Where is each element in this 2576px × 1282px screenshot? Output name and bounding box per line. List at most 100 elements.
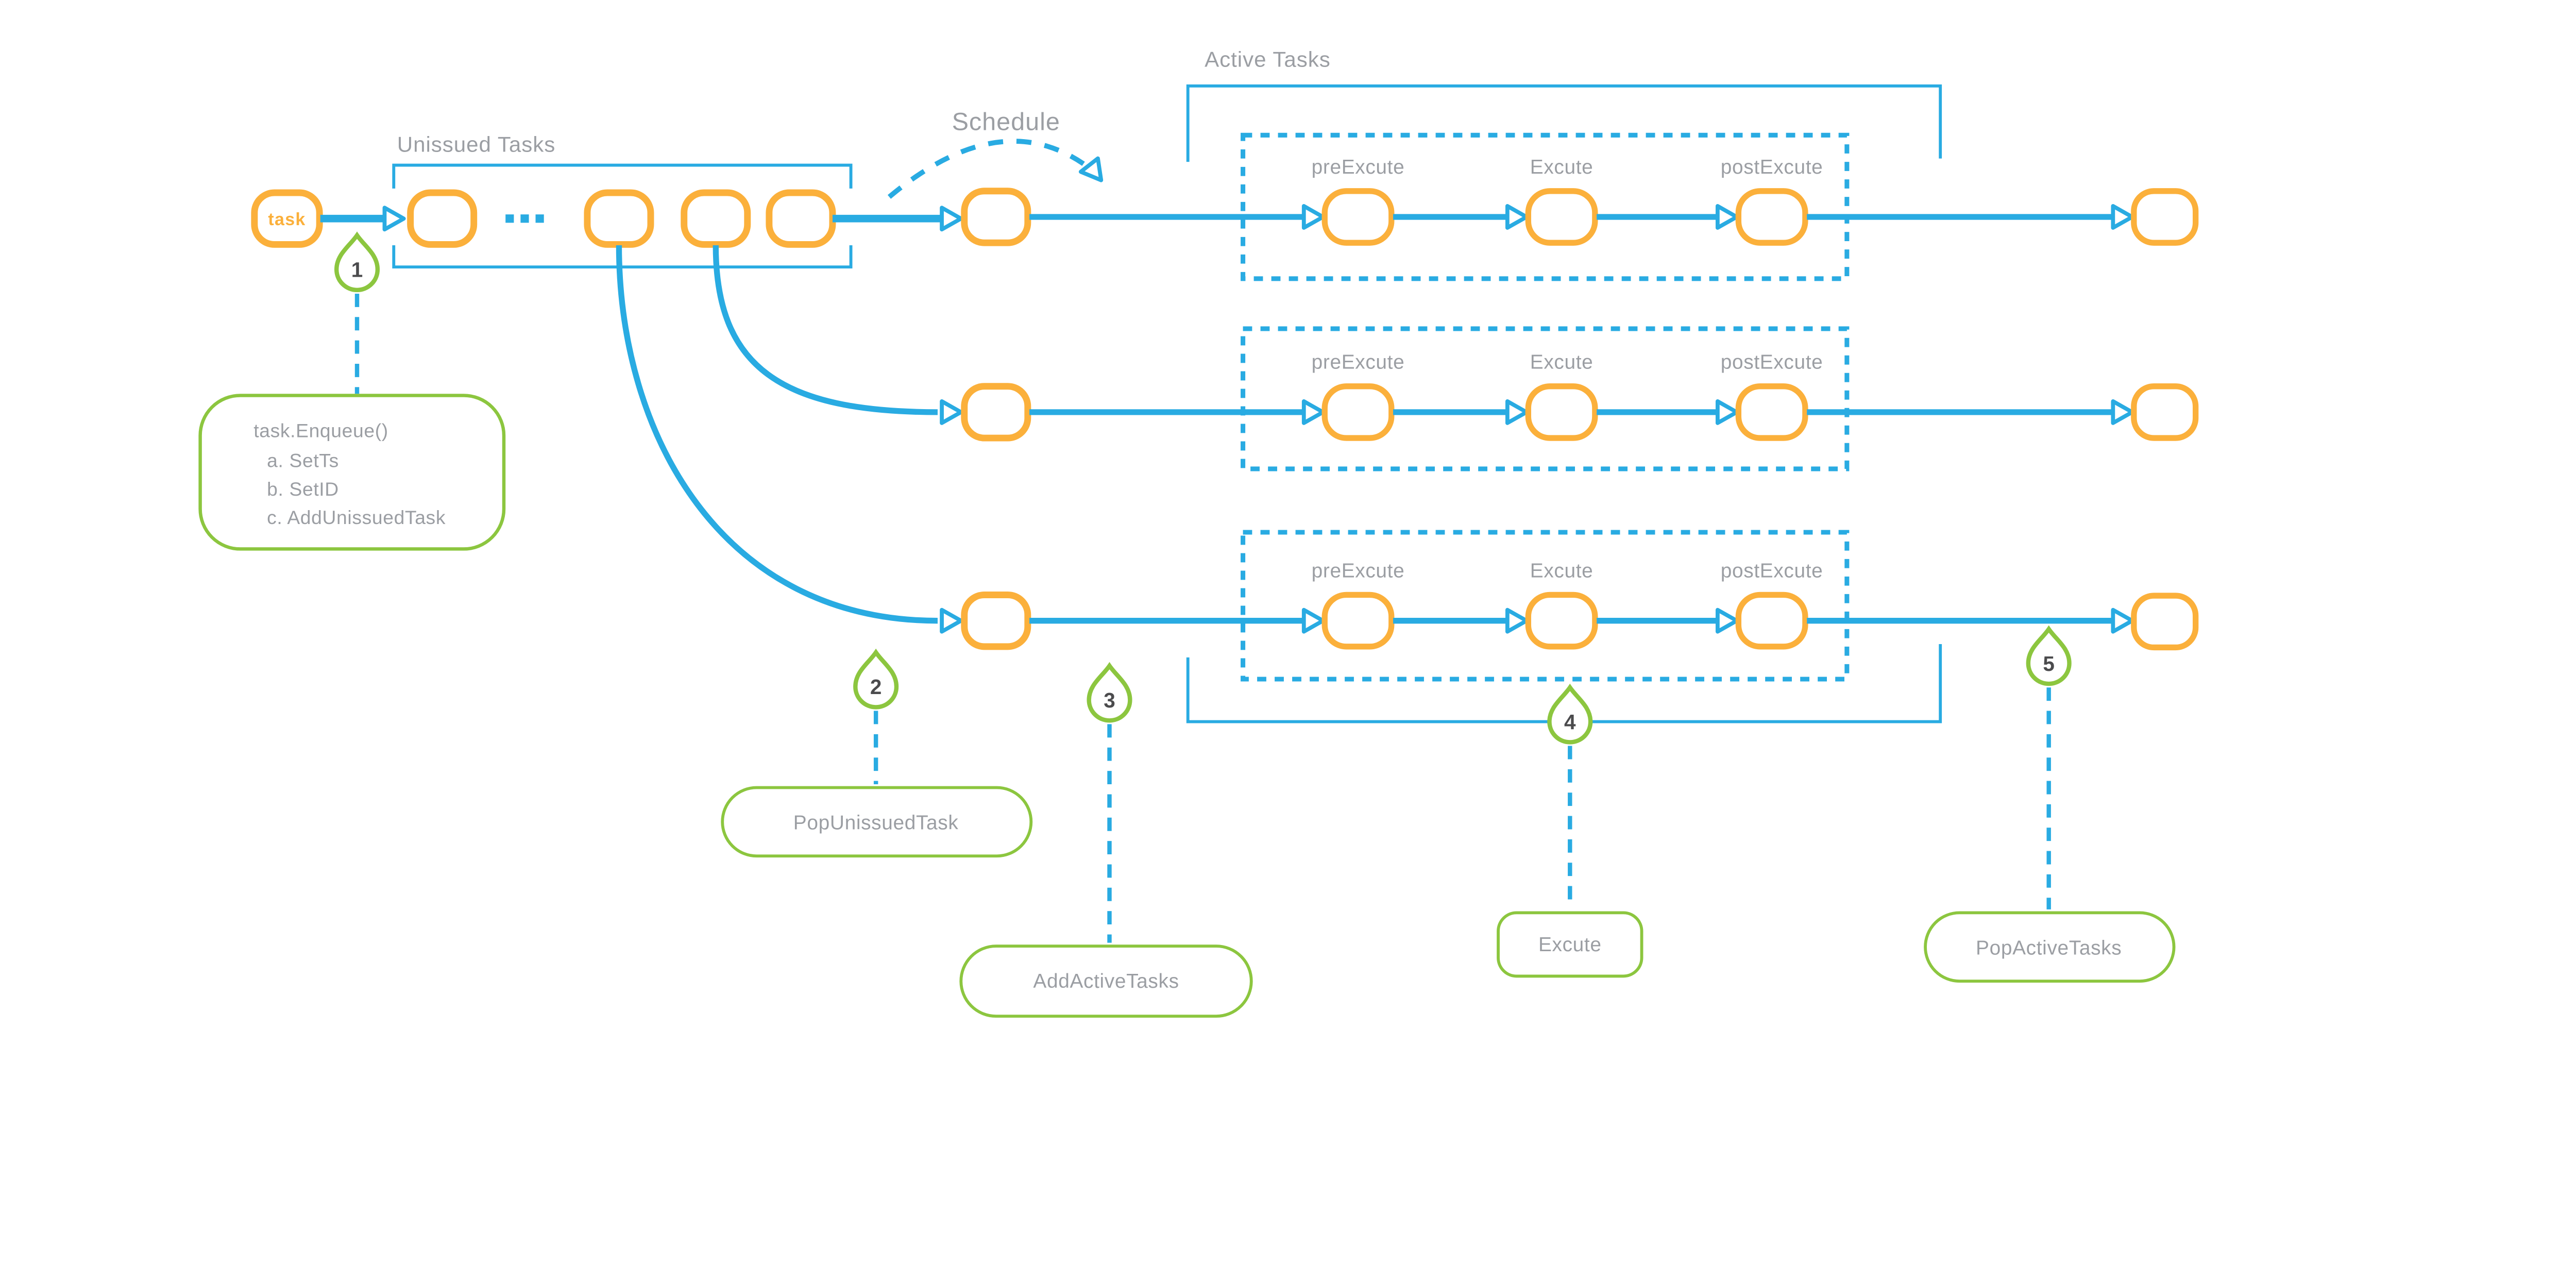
dequeue-curve-row2 xyxy=(713,245,938,415)
schedule-arc xyxy=(887,139,1090,199)
callout-title: task.Enqueue() xyxy=(253,419,388,441)
enqueue-callout: task.Enqueue() a. SetTs b. SetID c. AddU… xyxy=(198,394,506,551)
marker-5-drop-icon xyxy=(2026,625,2072,686)
pop-unissued-pill: PopUnissuedTask xyxy=(721,786,1033,858)
marker-3-drop-icon xyxy=(1087,662,1132,723)
excute-pill-box xyxy=(1497,911,1643,978)
marker-1-number: 1 xyxy=(351,258,363,282)
arrowhead-icon xyxy=(1505,608,1529,634)
arrowhead-icon xyxy=(1505,204,1529,230)
pop-unissued-pill-box xyxy=(721,786,1033,858)
pop-active-pill: PopActiveTasks xyxy=(1924,911,2176,983)
marker-2: 2 xyxy=(853,648,899,710)
queue-node-4 xyxy=(766,189,836,248)
unissued-top-bracket xyxy=(392,163,853,189)
arrowhead-icon xyxy=(1715,608,1739,634)
excute-node-row2 xyxy=(1525,383,1598,441)
excute-node-row3 xyxy=(1525,592,1598,650)
arrowhead-icon xyxy=(1301,399,1325,425)
marker-4-number: 4 xyxy=(1564,710,1576,734)
callout-item-a: a. SetTs xyxy=(267,450,339,471)
enqueue-arrowhead-icon xyxy=(382,206,406,232)
queue-node-3 xyxy=(681,189,751,248)
excute-label-row2: Excute xyxy=(1530,351,1594,374)
queue-node-2 xyxy=(584,189,654,248)
arrowhead-icon xyxy=(1301,204,1325,230)
end-node-row1 xyxy=(2131,188,2199,246)
schedule-node-row2 xyxy=(961,383,1031,442)
pop-active-label: PopActiveTasks xyxy=(1976,937,2122,959)
active-task-box-row3 xyxy=(1241,530,1850,682)
preexcute-label-row1: preExcute xyxy=(1312,156,1405,178)
marker-3-number: 3 xyxy=(1104,688,1115,712)
queue-node-1 xyxy=(407,189,478,248)
marker-4-drop-icon xyxy=(1547,683,1593,745)
excute-label-row1: Excute xyxy=(1530,156,1594,178)
unissued-bottom-bracket xyxy=(392,245,853,269)
marker-4: 4 xyxy=(1547,683,1593,745)
postexcute-label-row2: postExcute xyxy=(1721,351,1823,374)
dequeue-curve-row3 xyxy=(616,245,938,624)
excute-pill: Excute xyxy=(1497,911,1643,978)
worker-row-2: preExcute Excute postExcute xyxy=(961,326,2199,471)
active-tasks-label: Active Tasks xyxy=(1205,47,1331,72)
pop-unissued-label: PopUnissuedTask xyxy=(793,812,959,834)
worker-row-1: preExcute Excute postExcute xyxy=(961,132,2199,281)
task-scheduler-diagram: Unissued Tasks task Schedule Active Task… xyxy=(198,47,2199,1018)
arrowhead-icon xyxy=(1715,399,1739,425)
postexcute-node-row2 xyxy=(1735,383,1808,441)
pop-active-pill-box xyxy=(1924,911,2176,983)
marker-2-drop-icon xyxy=(853,648,899,710)
add-active-pill-box xyxy=(959,944,1253,1018)
preexcute-node-row2 xyxy=(1321,383,1395,441)
enqueue-callout-box xyxy=(198,394,506,551)
postexcute-label-row3: postExcute xyxy=(1721,560,1823,582)
ellipsis-dot xyxy=(520,214,529,223)
schedule-label: Schedule xyxy=(952,108,1060,136)
preexcute-label-row3: preExcute xyxy=(1312,560,1405,582)
marker-5-number: 5 xyxy=(2043,652,2055,676)
active-task-box-row1 xyxy=(1241,132,1850,281)
schedule-node-row1 xyxy=(961,188,1031,246)
postexcute-node-row3 xyxy=(1735,592,1808,650)
arrowhead-icon xyxy=(2111,204,2134,230)
task-node xyxy=(251,189,323,248)
marker-2-number: 2 xyxy=(870,675,882,699)
marker-5: 5 xyxy=(2026,625,2072,686)
ellipsis-dot xyxy=(535,214,544,223)
diagram-svg: Unissued Tasks task Schedule Active Task… xyxy=(198,47,2199,1018)
dequeue-arrowhead-row2-icon xyxy=(940,399,963,425)
preexcute-node-row3 xyxy=(1321,592,1395,650)
preexcute-label-row2: preExcute xyxy=(1312,351,1405,374)
add-active-pill: AddActiveTasks xyxy=(959,944,1253,1018)
ellipsis-dot xyxy=(505,214,514,223)
add-active-label: AddActiveTasks xyxy=(1033,970,1179,992)
callout-item-c: c. AddUnissuedTask xyxy=(267,507,446,528)
end-node-row3 xyxy=(2131,593,2199,651)
schedule-node-row3 xyxy=(961,591,1031,650)
preexcute-node-row1 xyxy=(1321,188,1395,246)
task-node-label: task xyxy=(268,210,306,229)
excute-label-row3: Excute xyxy=(1530,560,1594,582)
marker-3: 3 xyxy=(1087,662,1132,723)
dequeue-arrowhead-row3-icon xyxy=(940,608,963,634)
arrowhead-icon xyxy=(1301,608,1325,634)
postexcute-label-row1: postExcute xyxy=(1721,156,1823,178)
arrowhead-icon xyxy=(2111,608,2134,634)
arrowhead-icon xyxy=(2111,399,2134,425)
marker-1: 1 xyxy=(334,231,380,293)
arrowhead-icon xyxy=(1505,399,1529,425)
schedule-arc-arrowhead-icon xyxy=(1078,156,1104,182)
end-node-row2 xyxy=(2131,383,2199,441)
postexcute-node-row1 xyxy=(1735,188,1808,246)
dequeue-arrowhead-icon xyxy=(940,206,963,232)
worker-row-3: preExcute Excute postExcute xyxy=(961,530,2199,682)
excute-pill-label: Excute xyxy=(1538,934,1602,956)
arrowhead-icon xyxy=(1715,204,1739,230)
callout-item-b: b. SetID xyxy=(267,478,339,500)
marker-1-drop-icon xyxy=(334,231,380,293)
active-task-box-row2 xyxy=(1241,326,1850,471)
active-tasks-top-bracket xyxy=(1186,84,1942,162)
unissued-tasks-label: Unissued Tasks xyxy=(397,132,556,157)
excute-node-row1 xyxy=(1525,188,1598,246)
